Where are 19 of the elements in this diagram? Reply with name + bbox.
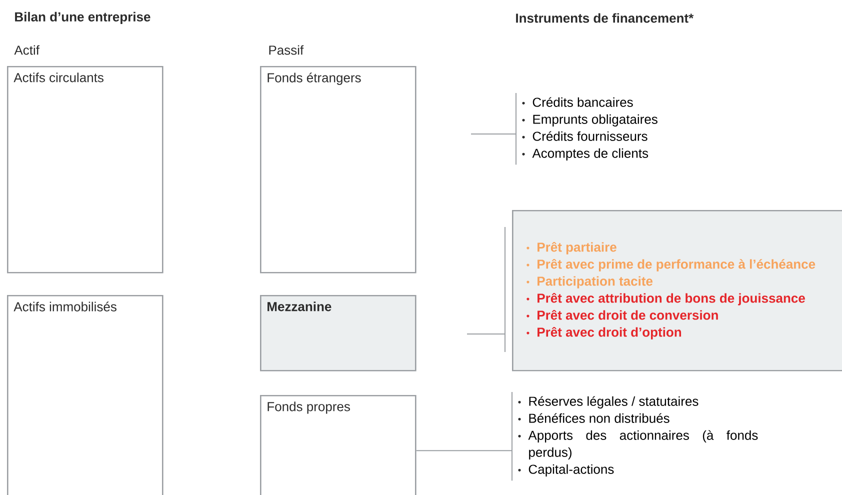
heading: Bilan d’une entreprise <box>15 12 150 24</box>
connector-line <box>416 450 512 452</box>
node-label: Réserves légales / statutaires <box>529 396 698 408</box>
bullet-list: Réserves légales / statutaires Bénéfices non distribués Apports des actionnaires (à fonds perdus) Capital-actions <box>518 396 758 476</box>
balance-box: Fonds propres <box>260 395 416 495</box>
highlighted-box: Prêt partiaire Prêt avec prime de performance à l’échéance Participation tacite Prêt avec attribution de bons de jouissance Prêt avec droit de conversion Prêt avec droit d’option <box>512 210 842 372</box>
balance-box: Actifs immobilisés <box>7 295 164 495</box>
node-label: Crédits fournisseurs <box>532 131 648 141</box>
node-label: Capital-actions <box>528 464 614 476</box>
bullet-list: Crédits bancaires Emprunts obligataires Crédits fournisseurs Acomptes de clients <box>522 97 658 160</box>
node-label: Apports des actionnaires (à fonds perdus) <box>528 430 758 460</box>
node-label: Bénéfices non distribués <box>529 413 670 423</box>
balance-box: Fonds étrangers <box>260 66 416 274</box>
node-label: Crédits bancaires <box>532 97 633 107</box>
node-label: Emprunts obligataires <box>533 114 658 126</box>
node-label: Acomptes de clients <box>532 148 648 160</box>
column-heading: Instruments de financement* <box>516 13 694 23</box>
highlighted-box: Mezzanine <box>260 295 416 372</box>
balance-box: Actifs circulants <box>7 66 164 274</box>
